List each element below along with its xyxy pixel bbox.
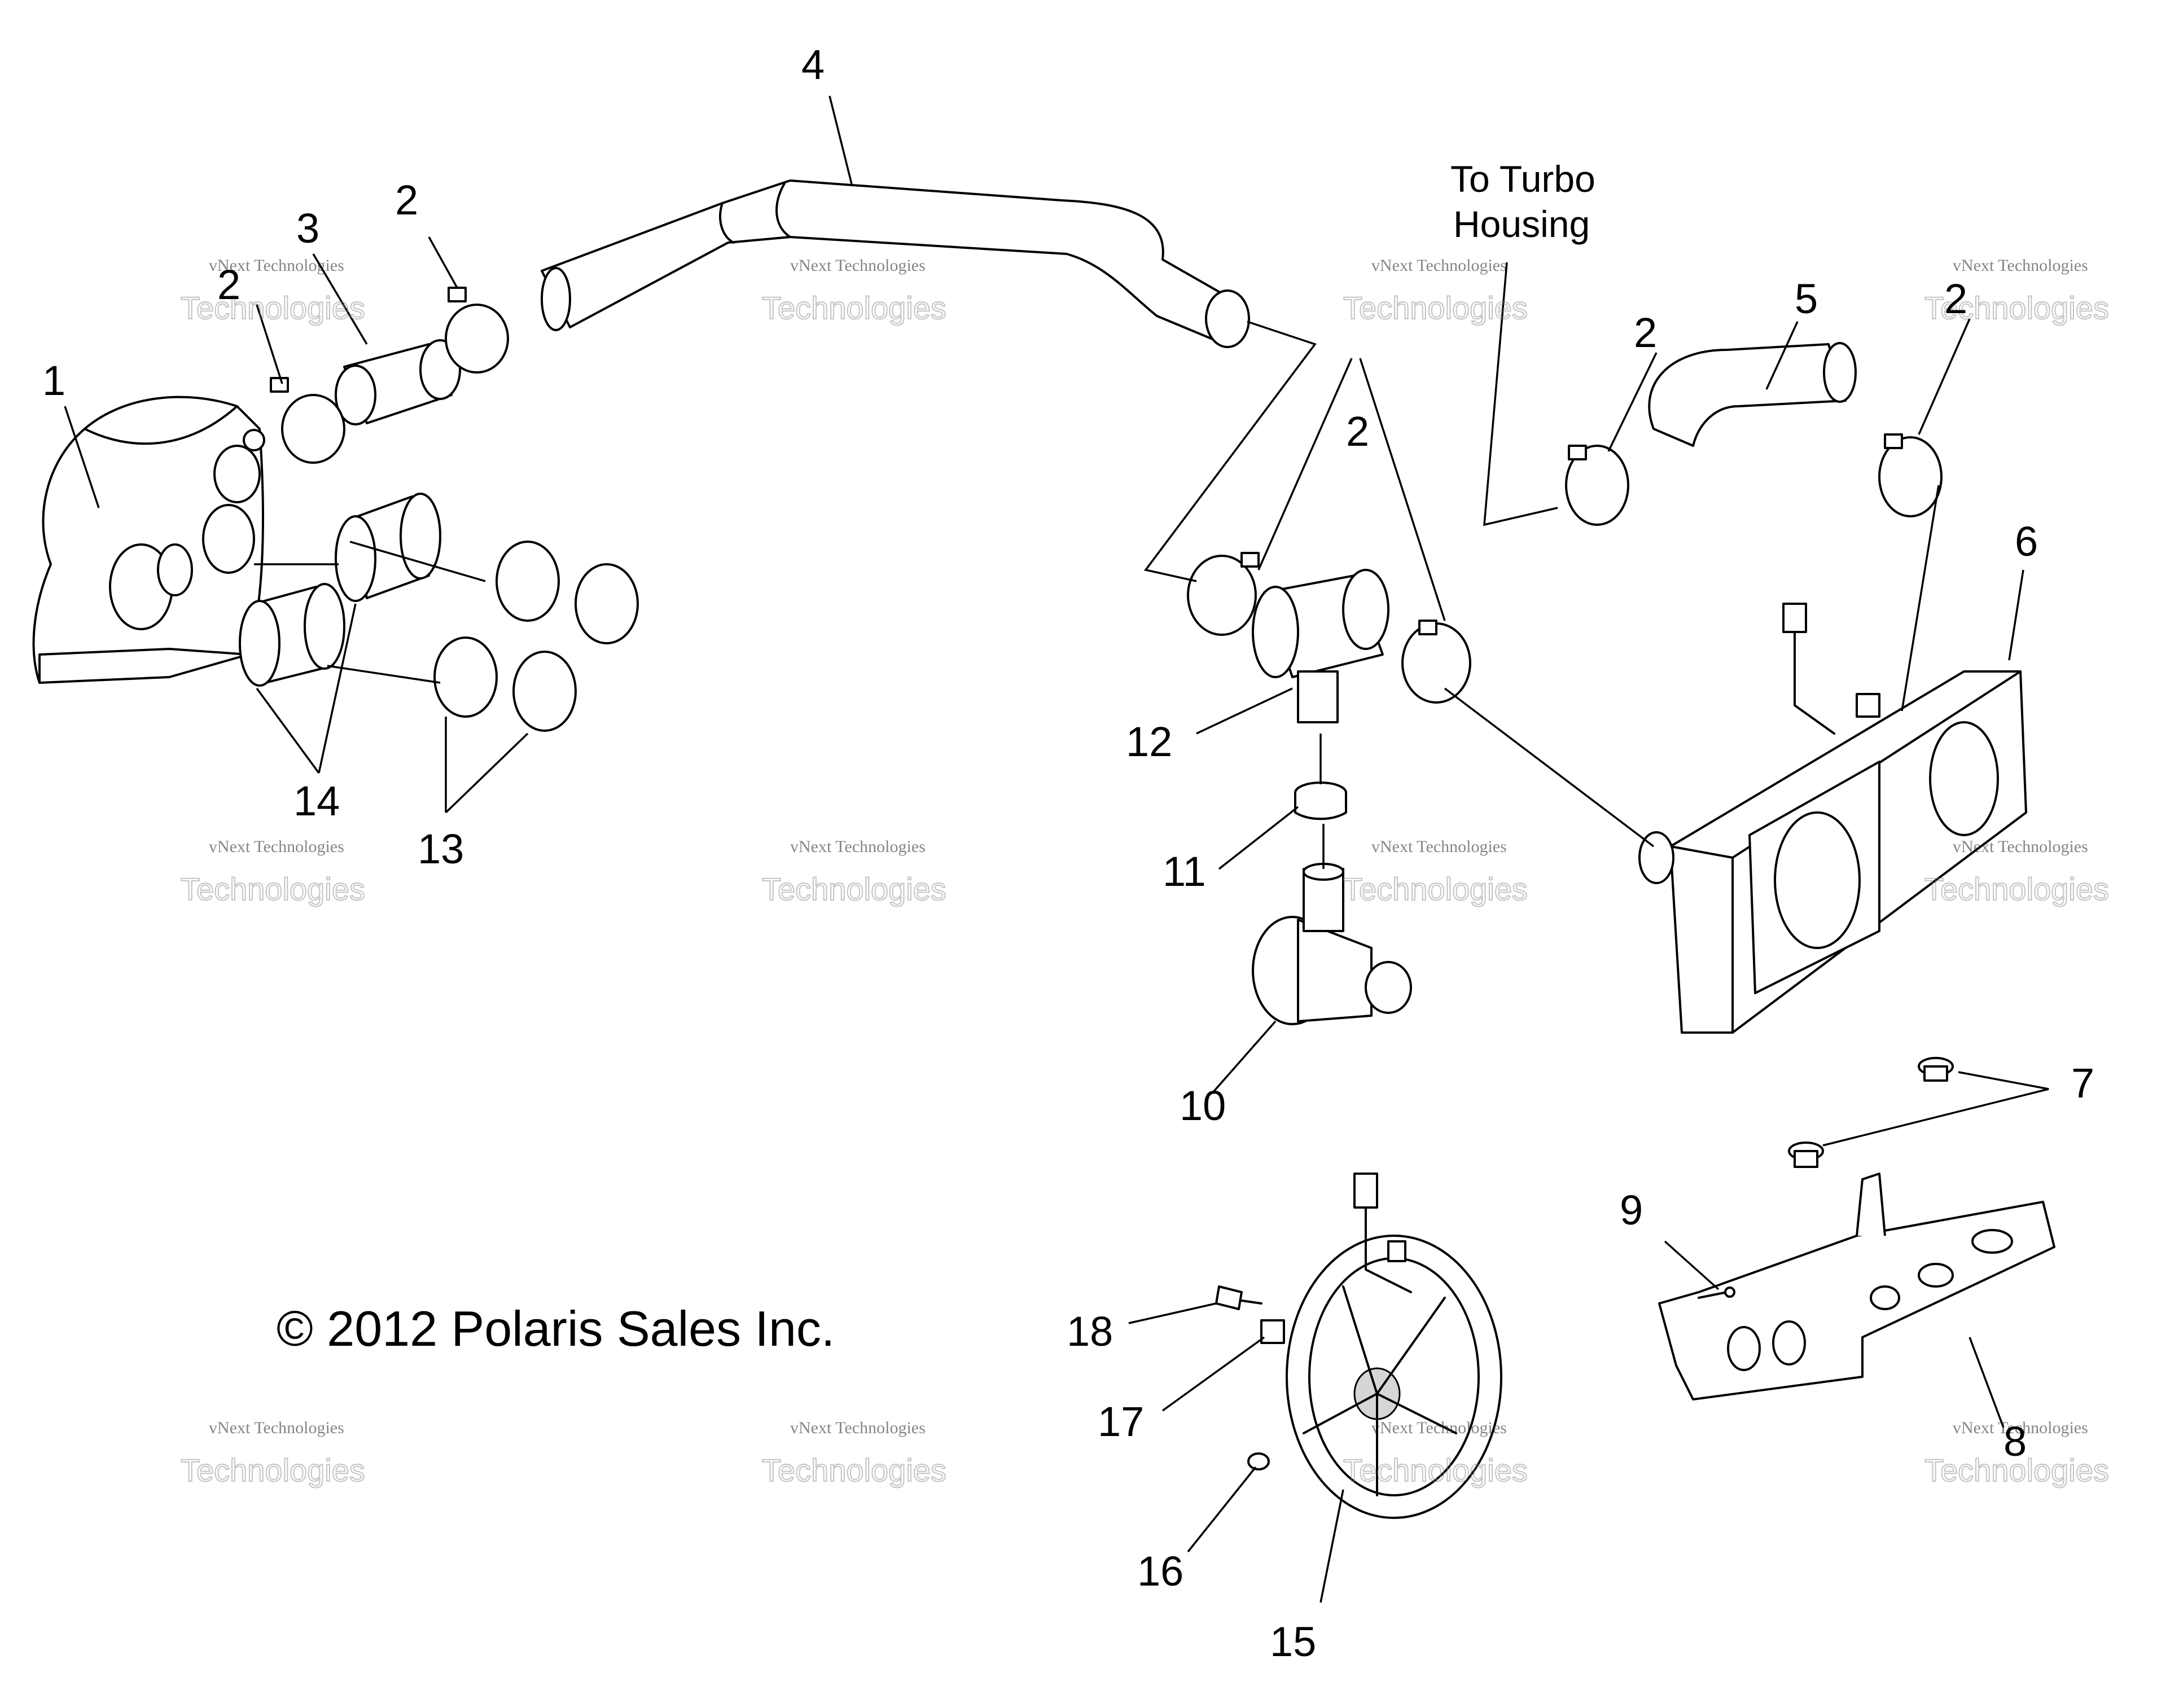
svg-text:vNext Technologies: vNext Technologies <box>1371 256 1507 275</box>
svg-text:Technologies: Technologies <box>1343 871 1528 907</box>
svg-text:vNext Technologies: vNext Technologies <box>209 837 344 856</box>
intake-duct-part <box>541 179 1250 348</box>
grommet-part <box>1788 1057 1954 1168</box>
svg-text:vNext Technologies: vNext Technologies <box>1953 256 2088 275</box>
svg-text:Technologies: Technologies <box>1924 290 2109 326</box>
svg-text:vNext Technologies: vNext Technologies <box>209 1419 344 1437</box>
svg-text:Technologies: Technologies <box>181 290 365 326</box>
nut-part <box>1247 1452 1270 1470</box>
blow-off-valve-part <box>1252 863 1412 1025</box>
svg-text:To Turbo: To Turbo <box>1450 158 1595 200</box>
callout-3: 3 <box>296 205 319 252</box>
svg-text:vNext Technologies: vNext Technologies <box>1953 1419 2088 1437</box>
airbox-part <box>32 396 265 684</box>
tee-fitting-part <box>1252 569 1389 723</box>
callout-5: 5 <box>1795 275 1818 322</box>
intercooler-part <box>1638 603 2027 1034</box>
callout-11: 11 <box>1163 848 1206 895</box>
clamp-13-part <box>433 541 639 732</box>
callout-13: 13 <box>418 826 464 872</box>
callout-6: 6 <box>2015 518 2038 565</box>
callout-2: 2 <box>217 261 240 308</box>
callout-7: 7 <box>2071 1060 2094 1107</box>
svg-text:Technologies: Technologies <box>1343 1452 1528 1488</box>
svg-text:Technologies: Technologies <box>181 871 365 907</box>
watermark: vNext Technologies Technologies vNext Te… <box>180 256 2110 1489</box>
turbo-housing-note: To Turbo Housing <box>1450 158 1595 245</box>
bolt-part <box>1215 1285 1262 1310</box>
svg-text:Technologies: Technologies <box>762 290 946 326</box>
callout-9: 9 <box>1620 1187 1643 1233</box>
callout-17: 17 <box>1098 1398 1144 1445</box>
callout-18: 18 <box>1067 1308 1113 1355</box>
svg-text:Technologies: Technologies <box>1924 871 2109 907</box>
svg-text:vNext Technologies: vNext Technologies <box>1953 837 2088 856</box>
callout-labels: 1 2 3 2 4 2 2 5 2 6 12 11 10 7 9 8 18 17… <box>42 41 2094 1665</box>
clip-part <box>1260 1319 1285 1344</box>
callout-4: 4 <box>801 41 825 88</box>
callout-16: 16 <box>1137 1548 1183 1595</box>
small-clamp-part <box>1294 781 1347 820</box>
callout-15: 15 <box>1270 1618 1316 1665</box>
elbow-hose-part <box>1648 342 1857 447</box>
fan-part <box>1286 1173 1502 1519</box>
bracket-part <box>1658 1173 2055 1400</box>
callout-2: 2 <box>395 177 418 223</box>
svg-text:Technologies: Technologies <box>762 1452 946 1488</box>
leader-lines <box>64 95 2049 1603</box>
svg-text:Technologies: Technologies <box>762 871 946 907</box>
callout-14: 14 <box>293 778 340 824</box>
copyright-notice: © 2012 Polaris Sales Inc. <box>277 1301 835 1356</box>
coupler-14-part <box>239 493 441 687</box>
svg-text:vNext Technologies: vNext Technologies <box>790 837 926 856</box>
svg-text:Technologies: Technologies <box>181 1452 365 1488</box>
callout-2: 2 <box>1346 408 1369 455</box>
svg-text:Housing: Housing <box>1453 203 1590 245</box>
svg-text:vNext Technologies: vNext Technologies <box>790 1419 926 1437</box>
callout-12: 12 <box>1126 718 1172 765</box>
callout-1: 1 <box>42 357 65 404</box>
callout-2: 2 <box>1634 309 1657 356</box>
callout-8: 8 <box>2003 1418 2027 1465</box>
svg-text:Technologies: Technologies <box>1924 1452 2109 1488</box>
svg-text:vNext Technologies: vNext Technologies <box>1371 1419 1507 1437</box>
screw-part <box>1698 1287 1735 1299</box>
callout-2: 2 <box>1944 275 1967 322</box>
svg-text:vNext Technologies: vNext Technologies <box>209 256 344 275</box>
svg-text:Technologies: Technologies <box>1343 290 1528 326</box>
svg-text:vNext Technologies: vNext Technologies <box>1371 837 1507 856</box>
coupler-part <box>335 339 461 425</box>
callout-10: 10 <box>1180 1082 1226 1129</box>
hose-clamp-part <box>270 287 1943 704</box>
svg-text:vNext Technologies: vNext Technologies <box>790 256 926 275</box>
